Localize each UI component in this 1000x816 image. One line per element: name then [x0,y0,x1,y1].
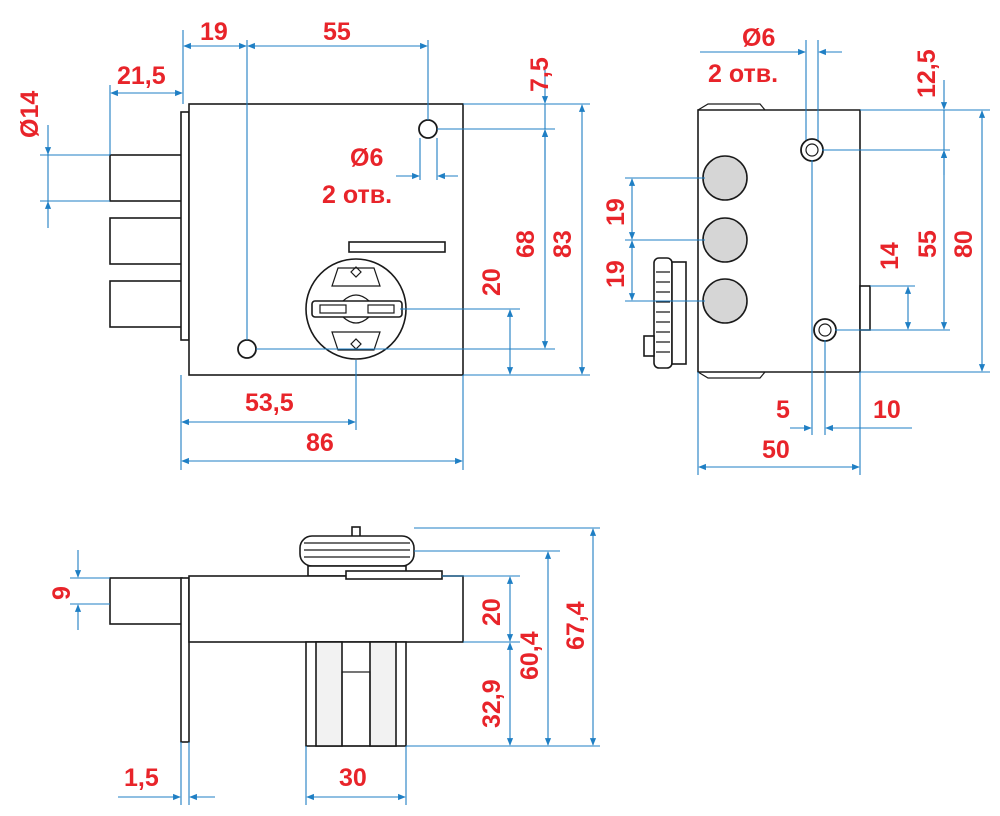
top-dim-30: 30 [339,764,367,792]
top-dim-9: 9 [48,586,76,600]
bolt-upper [109,154,183,202]
side-dimension-lines [625,40,990,475]
cylinder-front [305,258,407,360]
front-dim-19: 19 [200,18,228,46]
top-latch-block [305,641,407,747]
side-dim-10: 10 [873,396,901,424]
side-dim-dia6: Ø6 [742,24,775,52]
top-dim-60-4: 60,4 [516,631,544,680]
front-dim-86: 86 [306,429,334,457]
front-dim-dia14: Ø14 [16,91,44,138]
bolt-end-lower [702,278,748,324]
top-dim-1-5: 1,5 [124,764,159,792]
side-dim-50: 50 [762,436,790,464]
bolt-end-upper [702,155,748,201]
side-dim-19-upper: 19 [602,198,630,226]
top-dim-67-4: 67,4 [562,601,590,650]
cylinder-top [299,526,415,577]
top-bolt [109,577,183,625]
front-dim-2-holes: 2 отв. [322,181,392,209]
front-dim-20: 20 [478,268,506,296]
top-dim-32-9: 32,9 [478,679,506,728]
side-dim-12-5: 12,5 [913,49,941,98]
side-mount-hole-bottom [813,318,837,342]
top-latch-slot [345,570,443,580]
side-dim-19-lower: 19 [602,260,630,288]
top-dimension-lines [70,527,600,805]
side-dim-80: 80 [950,230,978,258]
bolt-end-middle [702,217,748,263]
top-face-plate [180,577,190,743]
top-view: 9 20 60,4 67,4 32,9 1,5 30 [48,526,600,805]
side-dim-55: 55 [914,230,942,258]
side-view: Ø6 2 отв. 12,5 19 19 14 55 80 5 10 50 [602,24,990,475]
front-dim-7-5: 7,5 [526,57,554,92]
face-plate [180,111,190,341]
top-dim-20: 20 [478,598,506,626]
side-dim-5: 5 [776,396,790,424]
front-dim-dia6: Ø6 [350,144,383,172]
top-lock-body [188,575,464,643]
latch-slot [348,241,446,253]
bolt-lower [109,280,183,328]
side-mount-hole-top [800,138,824,162]
front-dim-55: 55 [323,18,351,46]
front-dimension-lines [40,30,590,470]
mount-hole-top [418,119,438,139]
mount-hole-bottom [237,339,257,359]
front-dim-53-5: 53,5 [245,389,294,417]
front-view: 19 55 7,5 21,5 Ø14 Ø6 2 отв. 68 83 20 53… [16,18,590,470]
side-dim-14: 14 [876,242,904,270]
front-dim-83: 83 [549,230,577,258]
side-dim-2-holes: 2 отв. [708,60,778,88]
front-dim-21-5: 21,5 [117,62,166,90]
cylinder-side [643,257,687,369]
latch-tab [859,285,871,331]
front-dim-68: 68 [512,230,540,258]
bolt-middle [109,217,183,265]
